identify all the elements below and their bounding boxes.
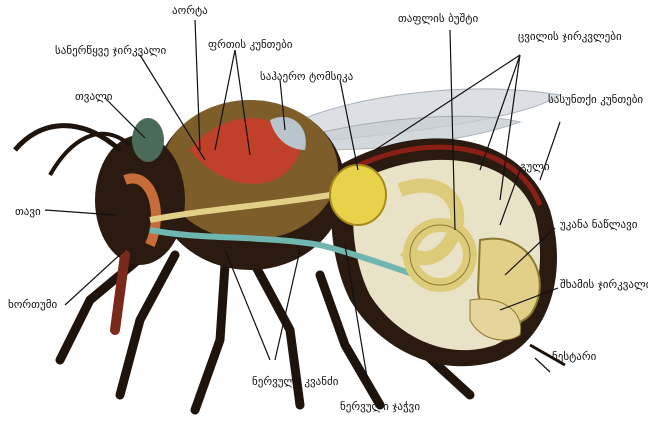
label-nerve-ganglia: ნერვული კვანძი (252, 375, 338, 388)
label-salivary-glands: სანერწყვე ჯირკვალი (55, 44, 166, 57)
label-proboscis: ხორთუმი (8, 298, 57, 311)
label-nerve-chain: ნერვული ჯაჭვი (340, 400, 420, 413)
label-head: თავი (15, 205, 41, 218)
label-hind-gut: უკანა ნაწლავი (560, 218, 637, 231)
honey-stomach (330, 165, 386, 225)
label-honey-stomach: თაფლის ბუშტი (398, 12, 478, 25)
label-heart: გული (520, 160, 550, 173)
label-aorta: აორტა (172, 4, 208, 17)
eye (132, 118, 164, 162)
antenna-1 (15, 126, 120, 150)
label-air-sacs: საჰაერო ტომსიკა (260, 70, 353, 83)
label-abdominal-muscles: სასუნთქი კუნთები (548, 93, 643, 106)
label-wax-glands: ცვილის ჯირკვლები (518, 30, 622, 43)
label-flight-muscles: ფრთის კუნთები (208, 38, 292, 51)
label-poison-gland: შხამის ჯირკვალი (560, 278, 648, 291)
label-eye: თვალი (75, 90, 112, 103)
label-sting: ნესტარი (552, 350, 596, 363)
proboscis (115, 255, 125, 330)
